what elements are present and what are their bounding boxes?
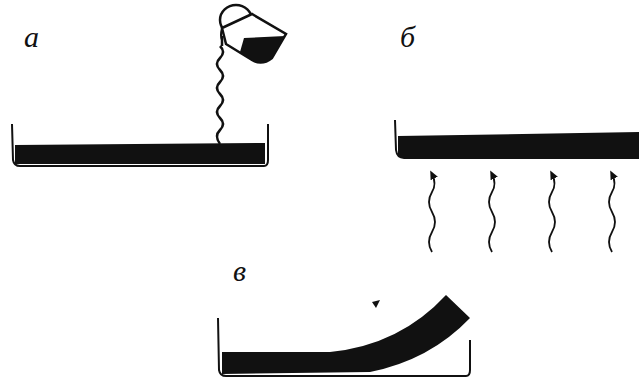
panel-letter: а bbox=[24, 22, 39, 52]
panel-letter: б bbox=[400, 22, 415, 52]
tray-poured bbox=[12, 124, 268, 166]
tray-heated bbox=[395, 120, 639, 158]
tray-curled bbox=[218, 295, 470, 376]
pouring-beaker bbox=[217, 5, 286, 144]
panel-letter: в bbox=[233, 256, 246, 286]
heat-arrows bbox=[429, 174, 615, 252]
